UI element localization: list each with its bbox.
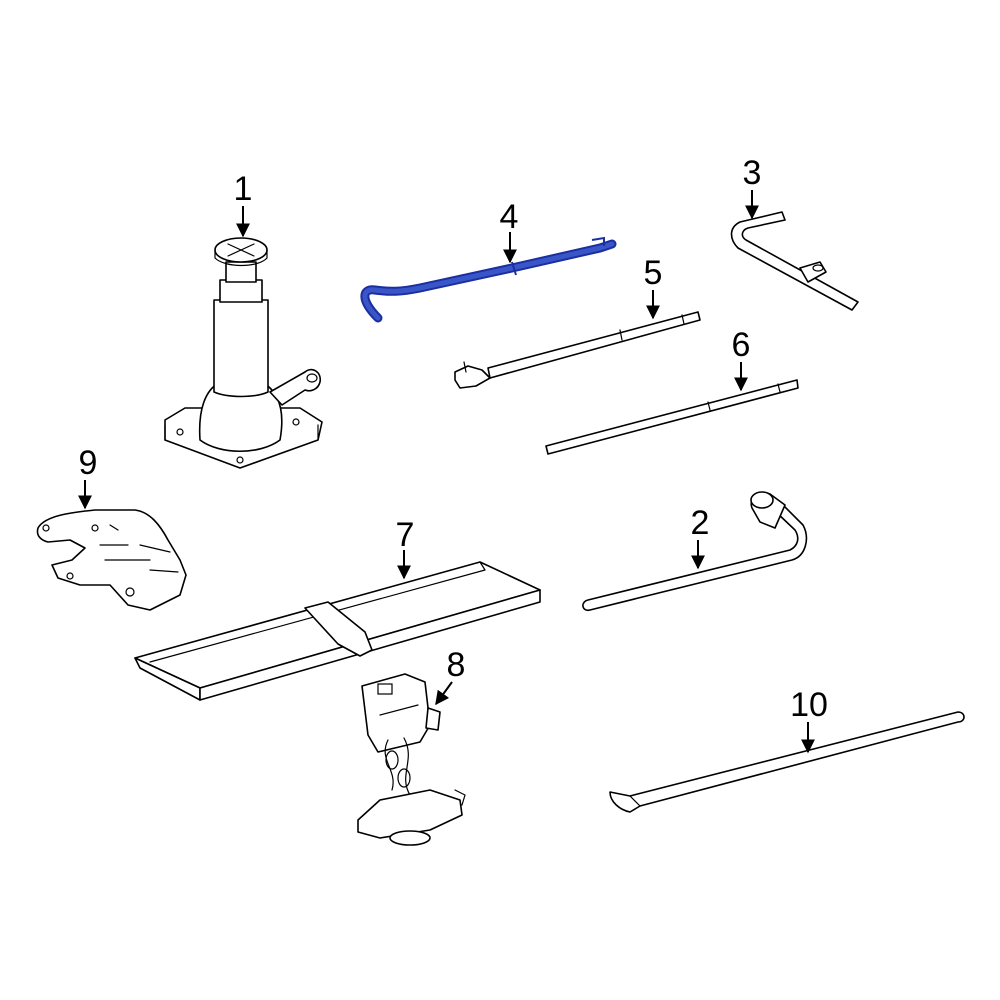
callout-2[interactable]: 2 <box>691 504 710 542</box>
part-7-tool-bag[interactable] <box>134 561 541 701</box>
callout-1[interactable]: 1 <box>234 170 253 208</box>
callout-10[interactable]: 10 <box>790 686 828 724</box>
part-9-bracket[interactable] <box>36 509 187 611</box>
part-6-extension-bar[interactable] <box>545 379 799 455</box>
callout-leaders <box>78 190 815 754</box>
callout-8[interactable]: 8 <box>447 646 466 684</box>
callout-4[interactable]: 4 <box>500 198 519 236</box>
callout-5[interactable]: 5 <box>644 254 663 292</box>
part-3-crank-handle[interactable] <box>730 211 859 311</box>
part-2-lug-wrench[interactable] <box>582 491 808 612</box>
callout-7[interactable]: 7 <box>396 516 415 554</box>
part-1-jack[interactable] <box>164 237 323 469</box>
callout-6[interactable]: 6 <box>732 326 751 364</box>
part-5-extension-bar[interactable] <box>454 311 701 389</box>
callout-3[interactable]: 3 <box>743 154 762 192</box>
part-10-handle-bar[interactable] <box>609 711 965 813</box>
part-8-tire-carrier[interactable] <box>357 673 466 846</box>
callout-9[interactable]: 9 <box>79 444 98 482</box>
callout-labels: 1 2 3 4 5 6 7 8 9 10 <box>79 154 828 724</box>
part-4-hook-handle[interactable] <box>360 236 617 323</box>
leader-8 <box>435 681 453 706</box>
